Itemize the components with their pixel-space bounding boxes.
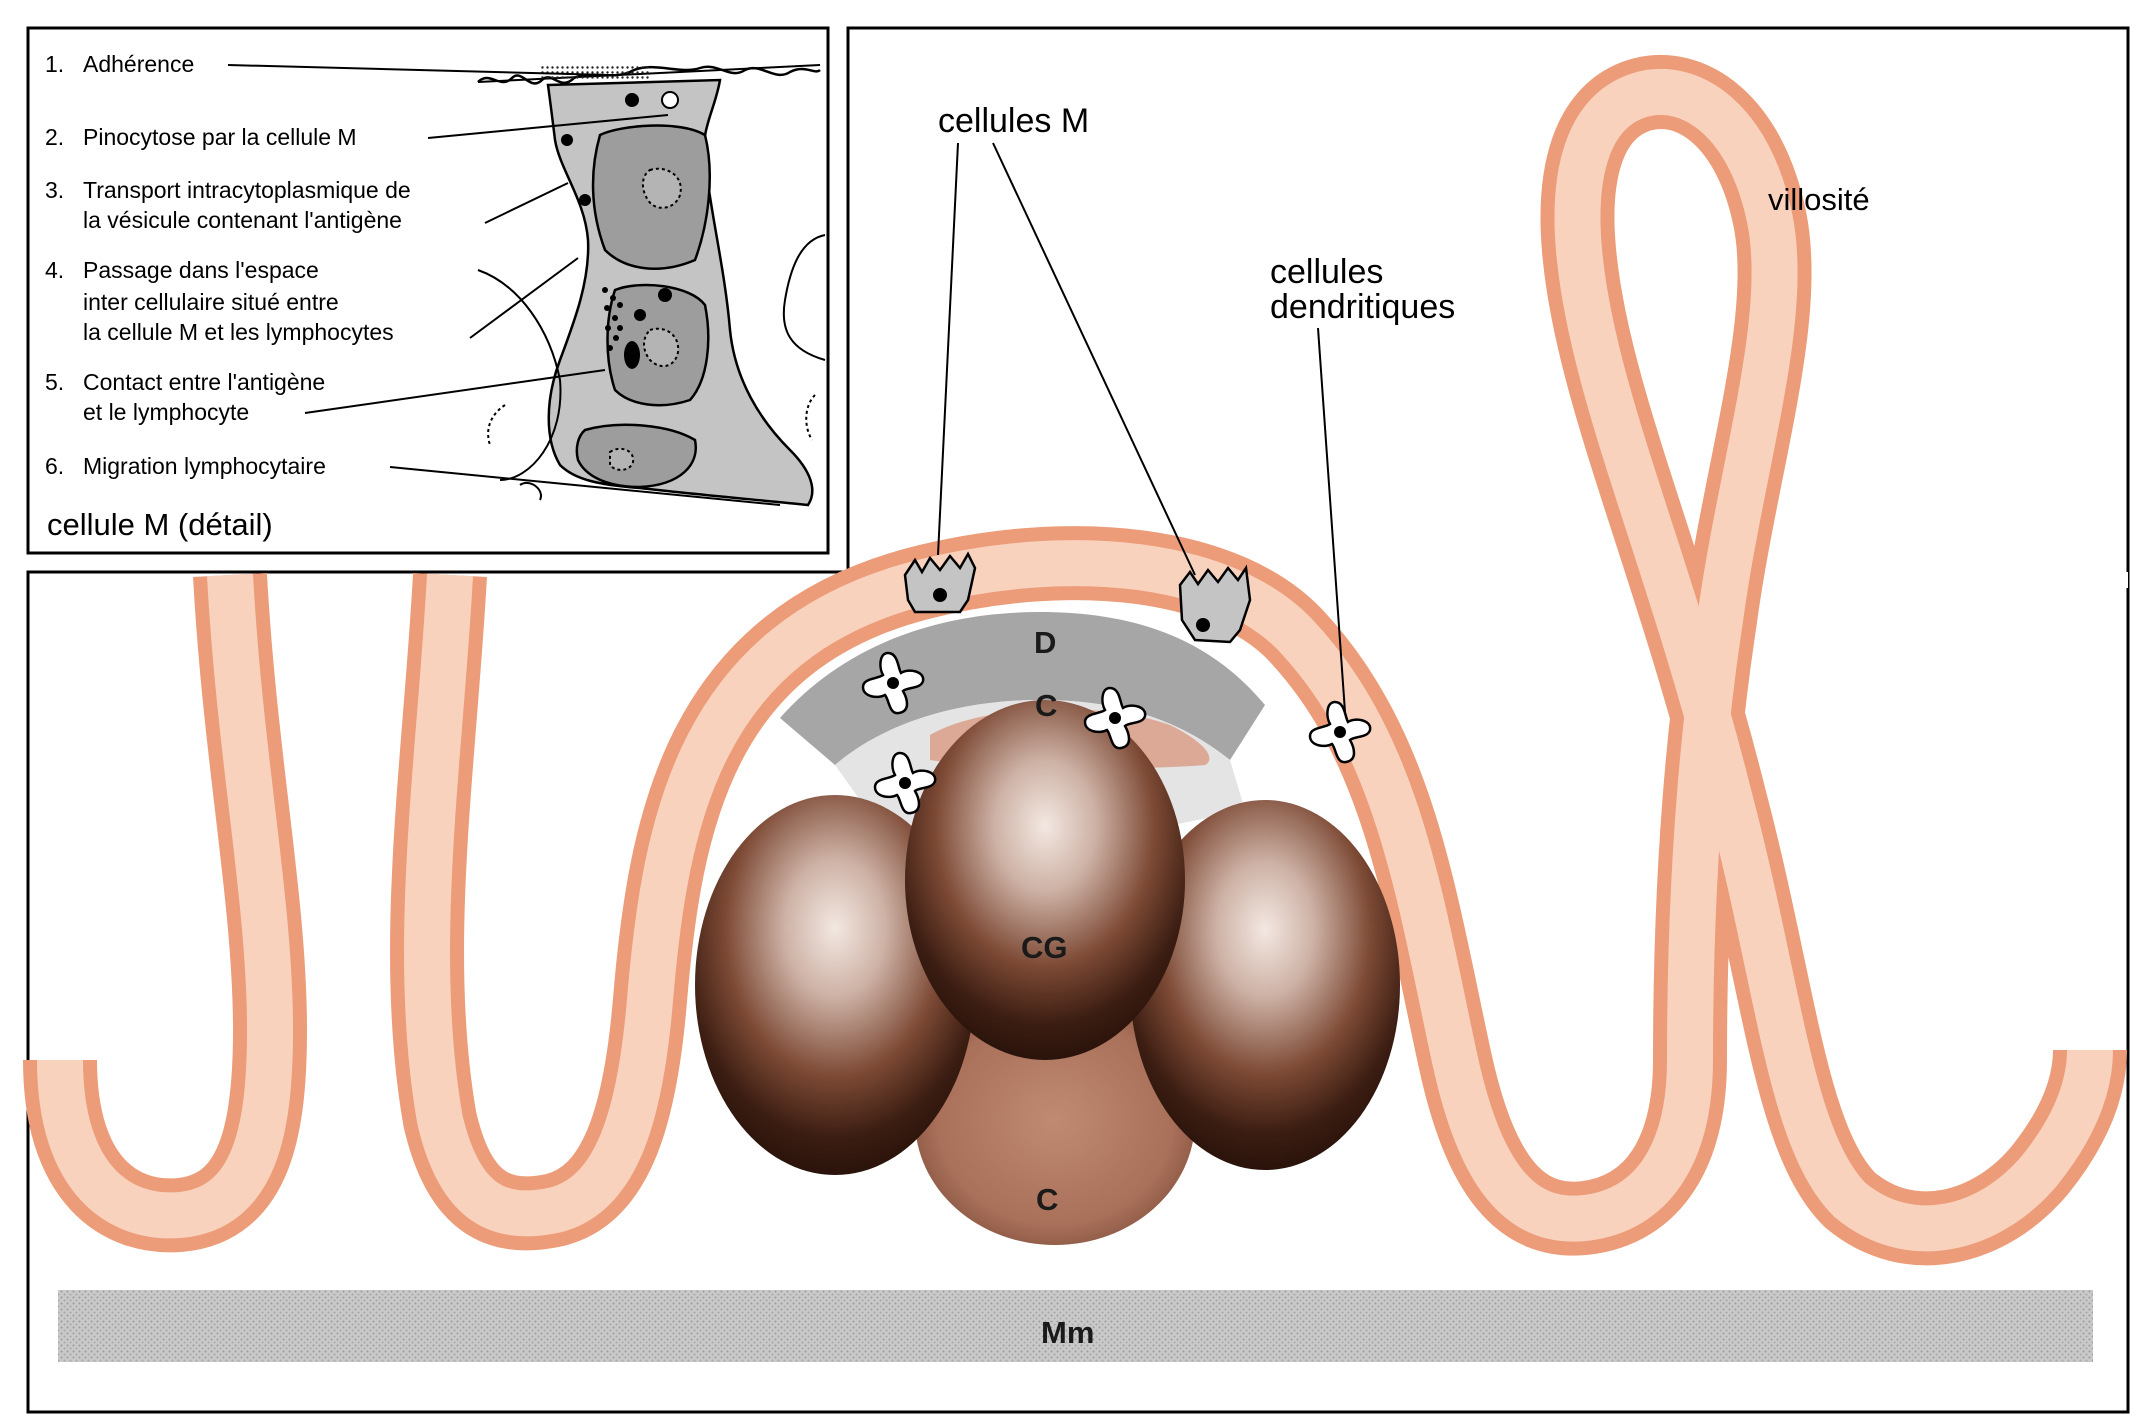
follicle-lobe-right [1130,800,1400,1170]
inset-cell-illustration [477,64,826,507]
dendritic-cell-1 [861,651,925,715]
inset-leader-lines [227,64,781,506]
dendritic-cell-4 [1308,700,1372,764]
inset-step-2: 2. Pinocytose par la cellule M [45,124,357,150]
label-corona-top: C [1035,688,1057,723]
leader-lines [937,142,1346,713]
inset-step-4: 4. Passage dans l'espace inter cellulair… [45,257,394,345]
svg-text:Migration lymphocytaire: Migration lymphocytaire [83,453,326,479]
corona-bottom [915,995,1195,1245]
svg-text:5.: 5. [45,369,64,395]
m-cell-right [1178,564,1252,644]
label-m-cells: cellules M [938,102,1089,140]
svg-text:Passage dans l'espace: Passage dans l'espace [83,257,319,283]
germinal-center [905,700,1185,1060]
svg-text:la vésicule contenant l'antigè: la vésicule contenant l'antigène [83,207,402,233]
svg-text:4.: 4. [45,257,64,283]
label-dendritic-line-1: cellules [1270,253,1383,291]
svg-text:1.: 1. [45,51,64,77]
svg-text:6.: 6. [45,453,64,479]
inset-step-6: 6. Migration lymphocytaire [45,453,326,479]
label-dendritic-line-2: dendritiques [1270,288,1455,326]
label-corona-bottom: C [1036,1182,1058,1217]
svg-text:Contact entre l'antigène: Contact entre l'antigène [83,369,325,395]
inset-title: cellule M (détail) [47,507,273,542]
svg-text:2.: 2. [45,124,64,150]
main-panel: cellules M cellules dendritiques villosi… [23,26,2130,1414]
svg-text:3.: 3. [45,177,64,203]
inset-step-3: 3. Transport intracytoplasmique de la vé… [45,177,411,233]
svg-text:Pinocytose par la cellule M: Pinocytose par la cellule M [83,124,357,150]
muscularis-mucosae [58,1290,2093,1362]
svg-text:Adhérence: Adhérence [83,51,194,77]
svg-text:inter cellulaire situé entre: inter cellulaire situé entre [83,289,339,315]
inset-step-5: 5. Contact entre l'antigène et le lympho… [45,369,325,425]
inset-step-1: 1. Adhérence [45,51,194,77]
svg-text:et le lymphocyte: et le lymphocyte [83,399,249,425]
m-cell-left [903,551,977,614]
label-germinal-center: CG [1021,930,1068,965]
dendritic-cell-3 [873,751,937,815]
label-villus: villosité [1768,182,1870,217]
follicle-lobe-left [695,795,975,1175]
villus-left [23,572,308,1253]
svg-text:la cellule M et les lymphocyte: la cellule M et les lymphocytes [83,319,394,345]
inset-panel: 1. Adhérence 2. Pinocytose par la cellul… [26,26,830,555]
label-muscularis-mucosae: Mm [1041,1315,1094,1350]
villus-dome-epithelium [390,54,2127,1266]
lymphoid-follicle [695,700,1400,1245]
dendritic-cell-2 [1083,686,1147,750]
svg-text:Transport intracytoplasmique d: Transport intracytoplasmique de [83,177,411,203]
label-dome: D [1034,625,1056,660]
inset-step-list: 1. Adhérence 2. Pinocytose par la cellul… [45,51,411,479]
